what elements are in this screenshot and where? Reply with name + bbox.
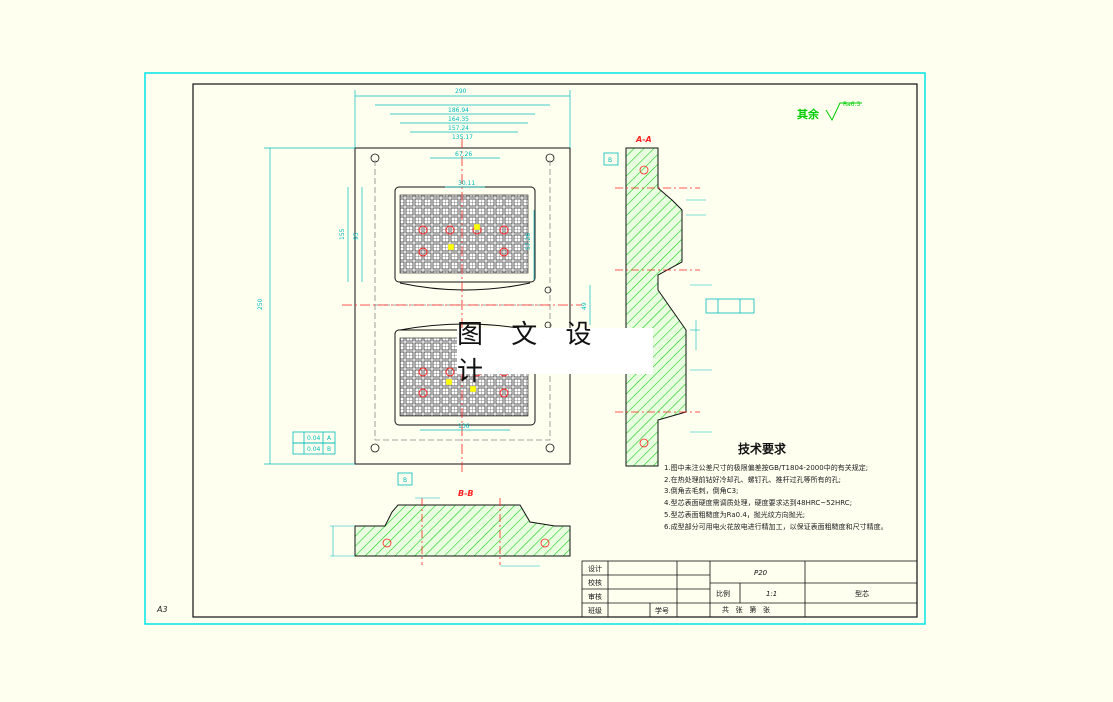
datum-feature-frames xyxy=(292,152,755,486)
datum-box-b: B xyxy=(403,477,407,484)
title-sheets: 共 张 第 张 xyxy=(722,605,770,614)
title-class: 班级 xyxy=(588,606,602,615)
section-bb-view xyxy=(330,497,571,567)
tech-requirement-item: 6.成型部分可用电火花放电进行精加工，以保证表面粗糙度和尺寸精度。 xyxy=(664,522,888,531)
roughness-label: 其余 xyxy=(797,108,819,121)
title-material: P20 xyxy=(754,569,768,577)
title-design: 设计 xyxy=(588,564,602,573)
title-student-id: 学号 xyxy=(655,606,669,615)
section-aa-view xyxy=(615,147,712,467)
roughness-value: Ra6.3 xyxy=(843,101,861,108)
roughness-symbol xyxy=(825,102,862,122)
top-dimensions xyxy=(264,90,591,465)
dim-top-6: 30.11 xyxy=(458,180,475,187)
dim-top-1: 186.94 xyxy=(448,107,469,114)
datum-box-b-right: B xyxy=(608,157,612,164)
dim-top-5: 67.26 xyxy=(455,151,472,158)
tech-requirement-item: 1.图中未注公差尺寸的极限偏差按GB/T1804-2000中的有关规定; xyxy=(664,464,869,472)
tech-requirements-list: 1.图中未注公差尺寸的极限偏差按GB/T1804-2000中的有关规定; 2.在… xyxy=(664,463,888,533)
dim-top-0: 290 xyxy=(455,88,467,95)
title-review: 审核 xyxy=(588,592,602,601)
datum-ref-b: B xyxy=(327,446,331,453)
tech-requirement-item: 3.倒角去毛刺，倒角C3; xyxy=(664,487,739,496)
dim-top-2: 164.35 xyxy=(448,116,469,123)
sheet-size-label: A3 xyxy=(157,605,168,614)
dim-left-3: 57.26 xyxy=(525,233,532,250)
tech-requirement-item: 4.型芯表面硬度需调质处理，硬度要求达到48HRC~52HRC; xyxy=(664,499,853,508)
datum-flat-a: 0.04 xyxy=(307,435,321,442)
datum-ref-a: A xyxy=(327,435,332,442)
title-check: 校核 xyxy=(588,578,602,587)
dim-top-3: 157.24 xyxy=(448,125,469,132)
dim-left-0: 250 xyxy=(257,298,264,310)
dim-left-1: 155 xyxy=(339,228,346,240)
title-scale-value: 1:1 xyxy=(766,590,777,598)
datum-flat-b: 0.04 xyxy=(307,446,321,453)
outer-frame xyxy=(144,72,926,625)
dim-left-2: 95 xyxy=(353,232,360,240)
dim-top-4: 135.17 xyxy=(452,134,473,141)
tech-requirement-item: 5.型芯表面粗糙度为Ra0.4，抛光纹方向抛光; xyxy=(664,510,806,519)
upper-cavity-grid xyxy=(399,194,529,274)
title-part-name: 型芯 xyxy=(855,589,869,598)
core-plate-outline xyxy=(354,147,571,465)
section-aa-label: A-A xyxy=(635,135,652,144)
tech-requirement-item: 2.在热处理前钻好冷却孔、螺钉孔、推杆过孔等所有的孔; xyxy=(664,475,842,484)
dim-bottom-0: 136 xyxy=(458,423,470,430)
title-block xyxy=(581,560,918,618)
inner-frame xyxy=(192,83,918,618)
tech-requirements-title: 技术要求 xyxy=(738,442,787,456)
section-bb-label: B-B xyxy=(458,489,474,498)
dim-right-0: 49 xyxy=(581,302,588,310)
watermark-banner: 图 文 设 计 xyxy=(457,320,653,387)
title-scale-label: 比例 xyxy=(716,589,730,598)
